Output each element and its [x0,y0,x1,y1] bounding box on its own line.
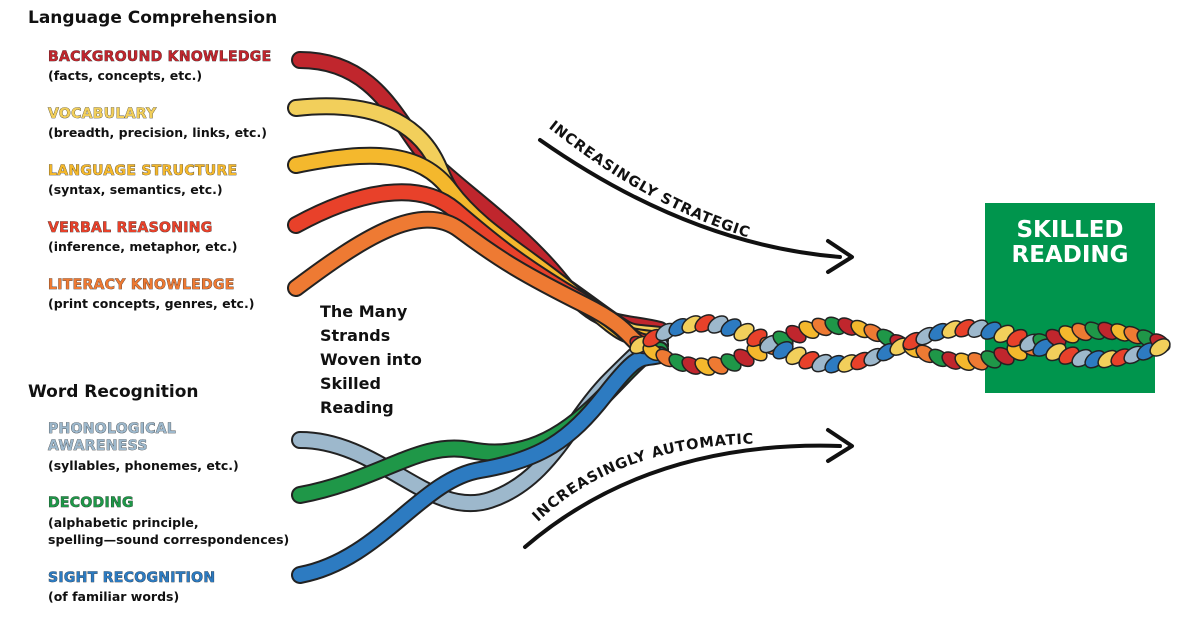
strand-label-literacy-knowledge: LITERACY KNOWLEDGE [48,277,235,293]
skilled-reading-line: READING [1011,242,1129,268]
comprehension-strands [287,51,669,359]
caption-line: Skilled [320,374,381,393]
skilled-reading-line: SKILLED [1016,217,1124,243]
strand-label-phonological-awareness-line1: PHONOLOGICAL [48,421,177,437]
word-recognition-title: Word Recognition [28,382,199,402]
strand-desc-decoding-line1: (alphabetic principle, [48,515,199,530]
strand-sight-recognition [291,346,669,584]
braided-rope [629,314,1171,376]
language-comprehension-title: Language Comprehension [28,8,278,28]
caption-line: Woven into [320,350,422,369]
diagram-caption: The Many Strands Woven into Skilled Read… [320,300,422,420]
skilled-reading-label: SKILLED READING [985,218,1155,268]
strand-desc-verbal-reasoning: (inference, metaphor, etc.) [48,239,238,254]
strand-desc-language-structure: (syntax, semantics, etc.) [48,182,223,197]
strand-desc-literacy-knowledge: (print concepts, genres, etc.) [48,296,255,311]
strand-label-vocabulary: VOCABULARY [48,106,157,122]
strand-desc-background-knowledge: (facts, concepts, etc.) [48,68,203,83]
strand-desc-phonological-awareness: (syllables, phonemes, etc.) [48,458,239,473]
strand-label-phonological-awareness-line2: AWARENESS [48,438,148,454]
strand-desc-sight-recognition: (of familiar words) [48,589,180,604]
caption-line: Reading [320,398,394,417]
strand-label-background-knowledge: BACKGROUND KNOWLEDGE [48,49,272,65]
strand-label-verbal-reasoning: VERBAL REASONING [48,220,213,236]
strand-desc-vocabulary: (breadth, precision, links, etc.) [48,125,267,140]
strand-label-language-structure: LANGUAGE STRUCTURE [48,163,238,179]
strand-desc-decoding-line2: spelling—sound correspondences) [48,532,290,547]
arrow-strategic [538,138,854,274]
strand-label-sight-recognition: SIGHT RECOGNITION [48,570,216,586]
braid-segment [1149,338,1171,357]
strand-literacy-knowledge [287,210,669,359]
caption-line: Strands [320,326,391,345]
arrow-strategic-label: INCREASINGLY STRATEGIC [546,118,752,241]
caption-line: The Many [320,302,408,321]
word-recognition-strands [291,336,669,584]
strand-label-decoding: DECODING [48,495,134,511]
arrow-automatic [523,428,854,549]
